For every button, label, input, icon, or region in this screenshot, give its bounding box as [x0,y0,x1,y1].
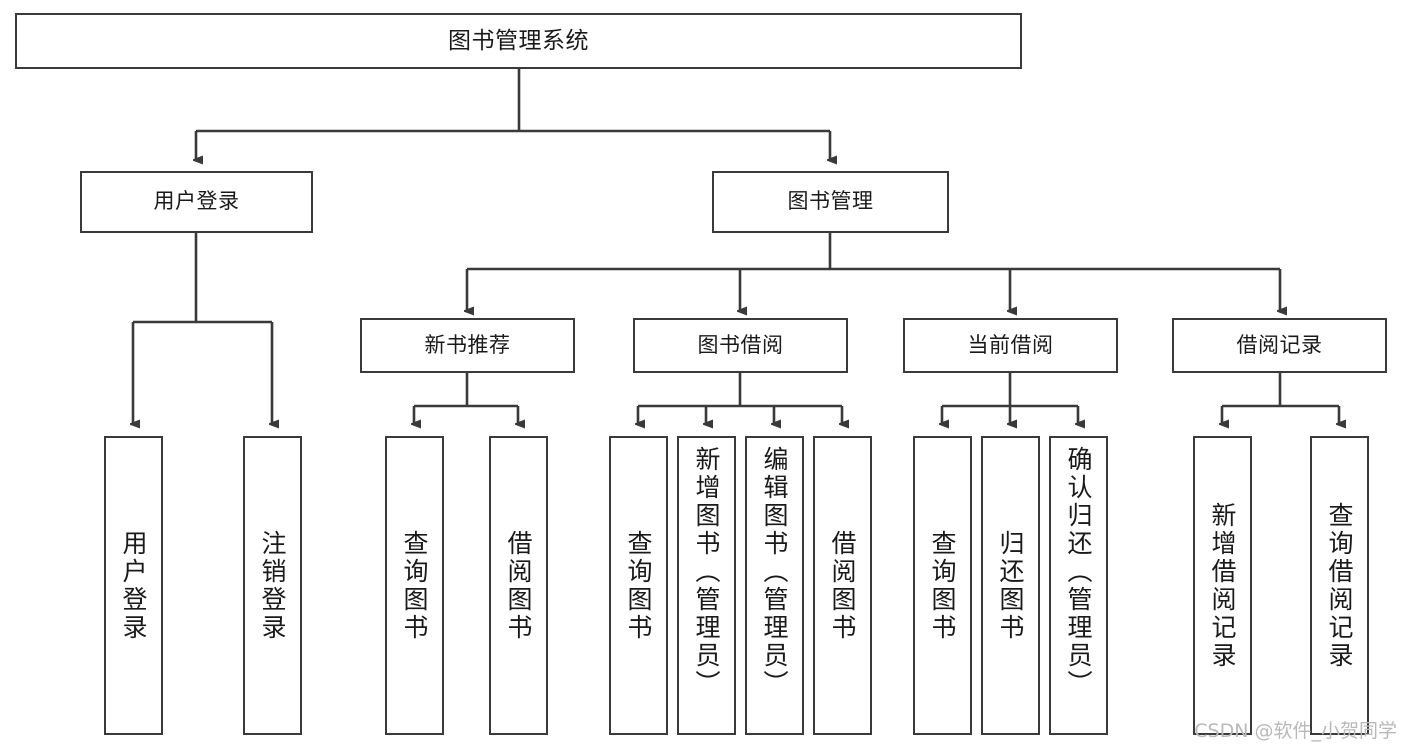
leaf-user-login-signout[interactable]: 注销登录 [243,436,302,735]
node-label: 查询图书 [624,529,653,642]
node-label: 图书管理系统 [448,27,589,54]
leaf-new-book-borrow[interactable]: 借阅图书 [489,436,548,735]
node-label: 确认归还（管理员） [1064,446,1093,698]
leaf-borrow-record-add[interactable]: 新增借阅记录 [1193,436,1252,735]
node-book-management[interactable]: 图书管理 [712,171,949,233]
node-label: 借阅记录 [1236,332,1323,357]
leaf-book-borrow-query[interactable]: 查询图书 [609,436,668,735]
leaf-current-borrow-return[interactable]: 归还图书 [981,436,1040,735]
node-label: 查询图书 [928,529,957,642]
watermark-text: CSDN @软件_小贺同学 [1194,720,1397,742]
node-label: 注销登录 [258,529,287,642]
leaf-new-book-query[interactable]: 查询图书 [385,436,444,735]
leaf-borrow-record-query[interactable]: 查询借阅记录 [1310,436,1369,735]
node-label: 查询图书 [400,529,429,642]
node-label: 图书借阅 [697,332,784,357]
node-borrow-record[interactable]: 借阅记录 [1172,318,1387,373]
node-label: 查询借阅记录 [1325,501,1354,670]
node-label: 新书推荐 [424,332,511,357]
leaf-user-login-signin[interactable]: 用户登录 [104,436,163,735]
node-label: 归还图书 [996,529,1025,642]
node-label: 借阅图书 [504,529,533,642]
node-label: 用户登录 [153,189,240,214]
node-root-system[interactable]: 图书管理系统 [15,13,1022,69]
leaf-current-borrow-query[interactable]: 查询图书 [913,436,972,735]
leaf-book-borrow-lend[interactable]: 借阅图书 [813,436,872,735]
node-new-book-recommend[interactable]: 新书推荐 [360,318,575,373]
leaf-book-borrow-add[interactable]: 新增图书（管理员） [677,436,736,735]
node-user-login[interactable]: 用户登录 [80,171,313,233]
node-label: 编辑图书（管理员） [760,446,789,698]
leaf-book-borrow-edit[interactable]: 编辑图书（管理员） [745,436,804,735]
node-label: 新增图书（管理员） [692,446,721,698]
node-label: 图书管理 [787,189,874,214]
node-label: 当前借阅 [967,332,1054,357]
node-label: 借阅图书 [828,529,857,642]
node-book-borrow[interactable]: 图书借阅 [633,318,848,373]
node-current-borrow[interactable]: 当前借阅 [903,318,1118,373]
leaf-current-borrow-confirm-return[interactable]: 确认归还（管理员） [1049,436,1108,735]
node-label: 用户登录 [119,529,148,642]
node-label: 新增借阅记录 [1208,501,1237,670]
